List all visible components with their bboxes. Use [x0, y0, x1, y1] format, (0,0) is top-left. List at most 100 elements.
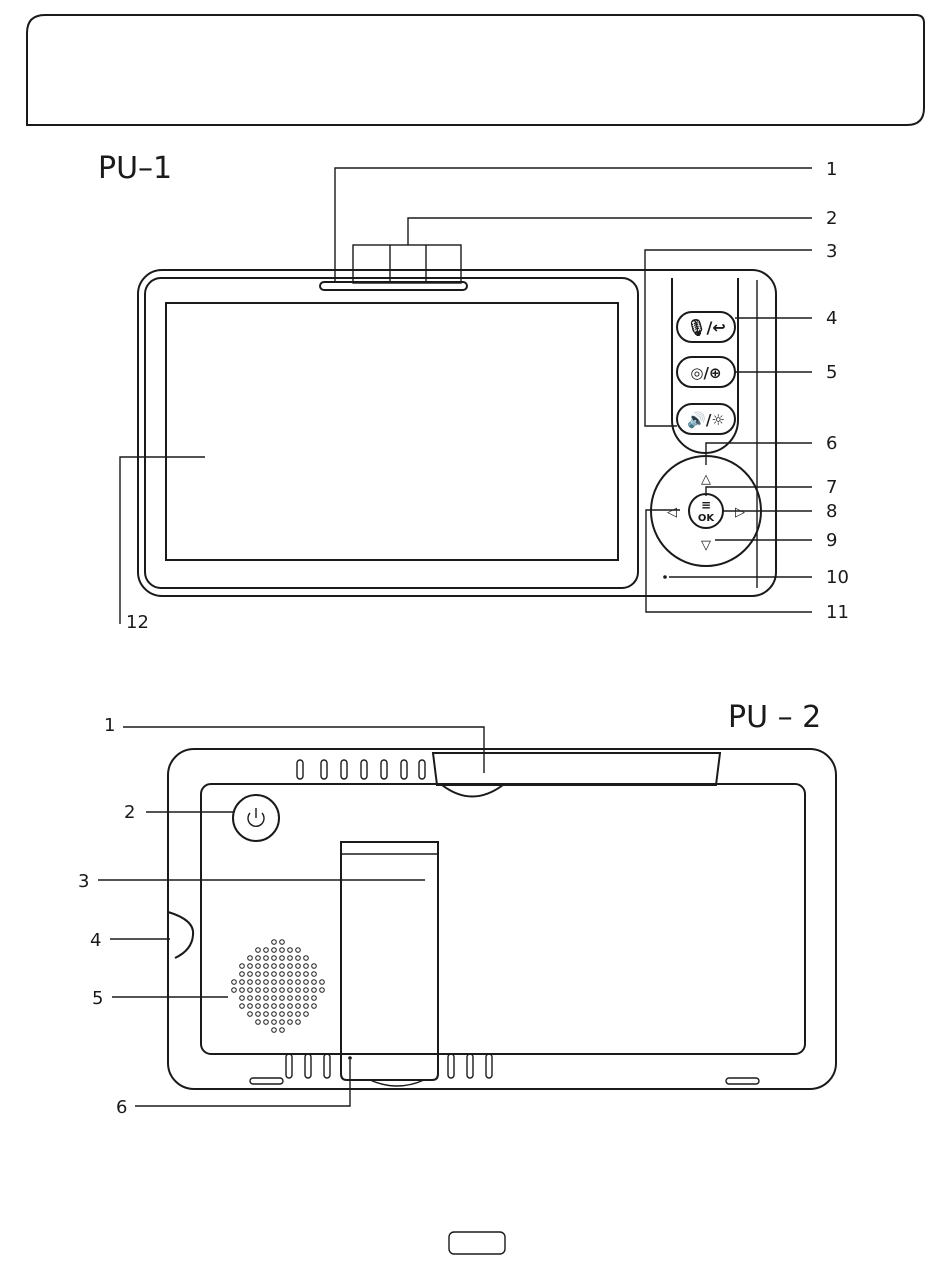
speaker-hole: [312, 988, 317, 993]
speaker-hole: [288, 988, 293, 993]
speaker-hole: [264, 956, 269, 961]
speaker-hole: [304, 972, 309, 977]
speaker-hole: [272, 972, 277, 977]
speaker-hole: [296, 1020, 301, 1025]
pu1-talk-back-button[interactable]: 🎙/↩: [677, 312, 735, 342]
pu1-callout-1: 1: [826, 159, 837, 180]
pu1-callout-5: 5: [826, 362, 837, 383]
speaker-hole: [272, 988, 277, 993]
speaker-hole: [272, 1020, 277, 1025]
pu1-callout-10: 10: [826, 567, 849, 588]
pu2-inner-panel: [201, 784, 805, 1054]
pu1-callout-3: 3: [826, 241, 837, 262]
speaker-hole: [248, 988, 253, 993]
speaker-hole: [264, 964, 269, 969]
speaker-hole: [240, 972, 245, 977]
pu2-antenna: [433, 753, 720, 797]
speaker-hole: [272, 940, 277, 945]
dpad-right-arrow-icon[interactable]: ▷: [735, 505, 745, 520]
page-number-box: [449, 1232, 505, 1254]
speaker-hole: [240, 1004, 245, 1009]
speaker-hole: [248, 1012, 253, 1017]
pu1-callout-4: 4: [826, 308, 837, 329]
speaker-hole: [288, 1012, 293, 1017]
pu1-callout-labels: 1 2 3 4 5 6 7 8 9 10 11 12: [126, 159, 849, 633]
speaker-hole: [272, 1012, 277, 1017]
speaker-hole: [248, 1004, 253, 1009]
speaker-hole: [288, 996, 293, 1001]
speaker-hole: [312, 1004, 317, 1009]
speaker-hole: [264, 948, 269, 953]
speaker-hole: [312, 964, 317, 969]
pu2-reset-hole: [348, 1056, 352, 1060]
speaker-hole: [280, 988, 285, 993]
pu1-ok-menu-button[interactable]: ≡ OK: [689, 494, 723, 528]
pu1-leader-lines: [120, 168, 812, 624]
header-box: [27, 15, 924, 125]
speaker-hole: [264, 988, 269, 993]
dpad-up-arrow-icon[interactable]: △: [701, 472, 711, 487]
speaker-hole: [248, 996, 253, 1001]
speaker-hole: [240, 996, 245, 1001]
dpad-down-arrow-icon[interactable]: ▽: [701, 538, 711, 553]
menu-icon: ≡: [701, 498, 711, 512]
speaker-hole: [296, 972, 301, 977]
speaker-hole: [288, 964, 293, 969]
speaker-hole: [256, 964, 261, 969]
speaker-hole: [280, 972, 285, 977]
pu2-foot-left: [250, 1078, 283, 1084]
pu2-diagram: PU – 2: [78, 700, 836, 1118]
pu1-microphone-hole: [663, 575, 667, 579]
speaker-hole: [264, 1020, 269, 1025]
speaker-hole: [296, 980, 301, 985]
pu2-title: PU – 2: [728, 700, 821, 735]
pu1-volume-brightness-button[interactable]: 🔊/☼: [677, 404, 735, 434]
speaker-hole: [264, 972, 269, 977]
speaker-hole: [296, 948, 301, 953]
speaker-hole: [240, 980, 245, 985]
pu1-camera-zoom-button[interactable]: ◎/⊕: [677, 357, 735, 387]
speaker-hole: [304, 988, 309, 993]
speaker-hole: [272, 1004, 277, 1009]
speaker-hole: [256, 996, 261, 1001]
speaker-hole: [288, 972, 293, 977]
speaker-sun-icon: 🔊/☼: [687, 410, 725, 429]
pu2-power-button[interactable]: [233, 795, 279, 841]
speaker-hole: [280, 996, 285, 1001]
speaker-hole: [296, 996, 301, 1001]
speaker-hole: [288, 1020, 293, 1025]
pu1-callout-9: 9: [826, 530, 837, 551]
pu2-callout-6: 6: [116, 1097, 127, 1118]
speaker-hole: [280, 940, 285, 945]
pu1-callout-11: 11: [826, 602, 849, 623]
speaker-hole: [288, 956, 293, 961]
speaker-hole: [272, 1028, 277, 1033]
dpad-left-arrow-icon[interactable]: ◁: [667, 505, 677, 520]
speaker-hole: [256, 1012, 261, 1017]
speaker-hole: [256, 1020, 261, 1025]
speaker-hole: [304, 980, 309, 985]
speaker-hole: [264, 996, 269, 1001]
pu1-callout-6: 6: [826, 433, 837, 454]
camera-magnifier-icon: ◎/⊕: [690, 364, 721, 382]
speaker-hole: [288, 980, 293, 985]
speaker-hole: [304, 996, 309, 1001]
pu2-kickstand[interactable]: [341, 842, 438, 1086]
microphone-return-icon: 🎙/↩: [686, 318, 726, 337]
speaker-hole: [232, 988, 237, 993]
pu2-top-vents: [297, 760, 425, 779]
speaker-hole: [240, 988, 245, 993]
speaker-hole: [248, 964, 253, 969]
speaker-hole: [304, 964, 309, 969]
speaker-hole: [288, 948, 293, 953]
speaker-hole: [296, 956, 301, 961]
pu2-side-notch[interactable]: [168, 912, 193, 958]
speaker-hole: [264, 1012, 269, 1017]
pu2-foot-right: [726, 1078, 759, 1084]
pu1-callout-7: 7: [826, 477, 837, 498]
pu2-speaker-grille: [232, 940, 325, 1033]
speaker-hole: [232, 980, 237, 985]
speaker-hole: [248, 972, 253, 977]
speaker-hole: [312, 972, 317, 977]
pu1-screen-bezel: [145, 278, 638, 588]
